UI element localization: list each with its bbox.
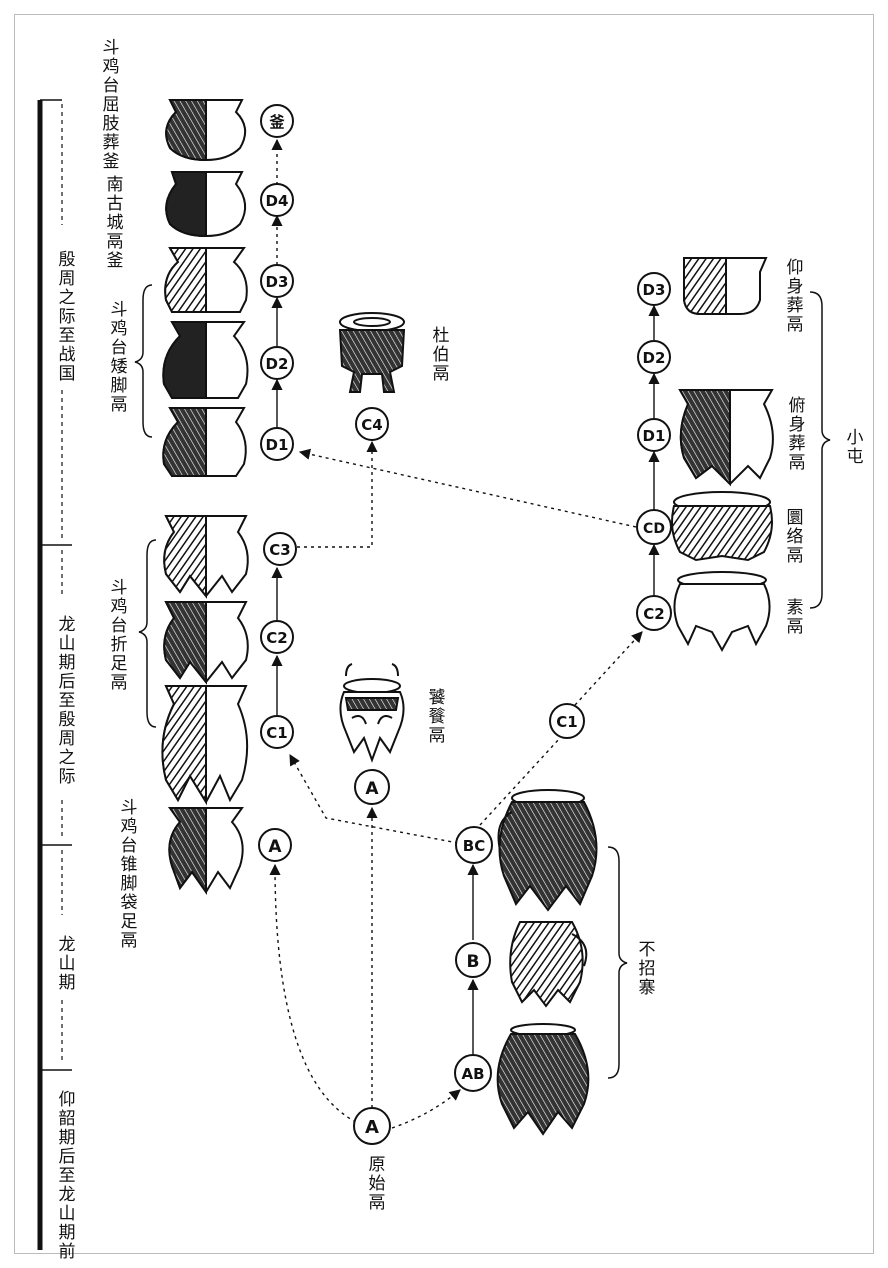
vessel-short-leg-li-1 [164, 247, 248, 313]
node-d2-left-label: D2 [266, 355, 289, 373]
node-fu-label: 釜 [268, 113, 285, 131]
vessel-fu-flexed-burial [165, 99, 247, 162]
label-huanluo-li: 圜络鬲 [782, 508, 803, 565]
node-d1-left-label: D1 [266, 436, 289, 454]
node-c1-right-label: C1 [556, 713, 577, 731]
vessel-taotie-li [339, 663, 405, 763]
node-d3-right: D3 [637, 272, 671, 306]
node-c1-left: C1 [260, 715, 294, 749]
vessel-buzhaozhai-1 [497, 789, 598, 912]
node-d1-left: D1 [260, 427, 294, 461]
vessel-folded-leg-li-2 [163, 601, 249, 685]
node-a-origin: A [353, 1107, 391, 1145]
vessel-buzhaozhai-2 [509, 921, 588, 1008]
node-cd-label: CD [643, 521, 665, 537]
node-d3-right-label: D3 [643, 281, 666, 299]
lineage-connectors [269, 138, 660, 1129]
node-d2-right: D2 [637, 340, 671, 374]
label-su-li: 素鬲 [782, 598, 803, 636]
node-ab-label: AB [461, 1065, 484, 1083]
node-cd: CD [636, 509, 672, 545]
node-fu: 釜 [260, 104, 294, 138]
node-b-label: B [467, 952, 480, 972]
vessel-short-leg-li-2 [162, 321, 249, 399]
node-d3-left-label: D3 [266, 273, 289, 291]
label-cone-leg-pouch-li: 斗鸡台锥脚袋足鬲 [116, 798, 137, 950]
node-c3-left: C3 [263, 532, 297, 566]
node-c4: C4 [355, 407, 389, 441]
node-c2-left-label: C2 [266, 629, 287, 647]
label-folded-leg-li: 斗鸡台折足鬲 [106, 578, 127, 692]
node-d4-left-label: D4 [266, 192, 289, 210]
period-longshan: 龙山期 [54, 935, 75, 992]
node-bc-label: BC [463, 837, 485, 855]
vessel-fushen-li [678, 389, 774, 487]
vessel-short-leg-li-3 [162, 407, 247, 477]
label-dubo-li: 杜伯鬲 [428, 326, 449, 383]
page-frame [14, 14, 874, 1254]
vessel-folded-leg-li-3 [161, 685, 249, 806]
node-c1-right: C1 [549, 703, 585, 739]
node-a-left: A [258, 828, 292, 862]
node-c3-left-label: C3 [269, 541, 290, 559]
node-d4-left: D4 [260, 183, 294, 217]
vessel-cone-leg-pouch-li [168, 807, 244, 896]
vessel-fu-nangucheng [165, 171, 247, 238]
group-braces [134, 284, 831, 1079]
label-taotie-li: 饕餮鬲 [424, 688, 445, 745]
node-c2-right-label: C2 [643, 605, 664, 623]
node-c2-left: C2 [260, 620, 294, 654]
timeline-axis [37, 99, 72, 1250]
label-nangucheng-fu: 南古城鬲釜 [102, 175, 123, 270]
label-primitive-li: 原始鬲 [364, 1155, 385, 1212]
vessel-illustrations [161, 99, 774, 1136]
label-yangshen-li: 仰身葬鬲 [782, 258, 803, 334]
node-d1-right: D1 [637, 418, 671, 452]
node-ab: AB [454, 1054, 492, 1092]
vessel-yangshen-li [683, 257, 768, 315]
lineage-nodes: 釜 D4 D3 D2 D1 C4 C3 C2 C1 A A A BC B AB … [258, 104, 672, 1145]
node-a-upper: A [354, 769, 390, 805]
vessel-huanluo-li [671, 491, 773, 562]
label-short-leg-li: 斗鸡台矮脚鬲 [106, 300, 127, 414]
label-buzhaozhai: 不招寨 [634, 940, 655, 997]
node-d2-right-label: D2 [643, 349, 666, 367]
node-b: B [455, 942, 491, 978]
vessel-su-li [673, 571, 771, 653]
vessel-buzhaozhai-3 [496, 1023, 590, 1136]
node-a-origin-label: A [365, 1117, 379, 1138]
label-fushen-li: 俯身葬鬲 [784, 396, 805, 472]
label-flexed-burial-fu: 斗鸡台屈肢葬釜 [98, 38, 119, 171]
node-a-upper-label: A [365, 779, 379, 799]
period-longshan-late-yinzhou: 龙山期后至殷周之际 [54, 615, 75, 786]
vessel-folded-leg-li-1 [163, 515, 249, 599]
node-d1-right-label: D1 [643, 427, 666, 445]
node-c1-left-label: C1 [266, 724, 287, 742]
node-d3-left: D3 [260, 264, 294, 298]
period-yangshao-late-longshan: 仰韶期后至龙山期前 [54, 1090, 75, 1261]
node-c2-right: C2 [636, 595, 672, 631]
node-d2-left: D2 [260, 346, 294, 380]
node-bc: BC [455, 826, 493, 864]
node-a-left-label: A [268, 837, 282, 857]
period-yinzhou-warring-states: 殷周之际至战国 [54, 250, 75, 383]
node-c4-label: C4 [361, 416, 382, 434]
label-xiaotun: 小屯 [842, 428, 863, 466]
vessel-dubo-li [338, 312, 406, 393]
